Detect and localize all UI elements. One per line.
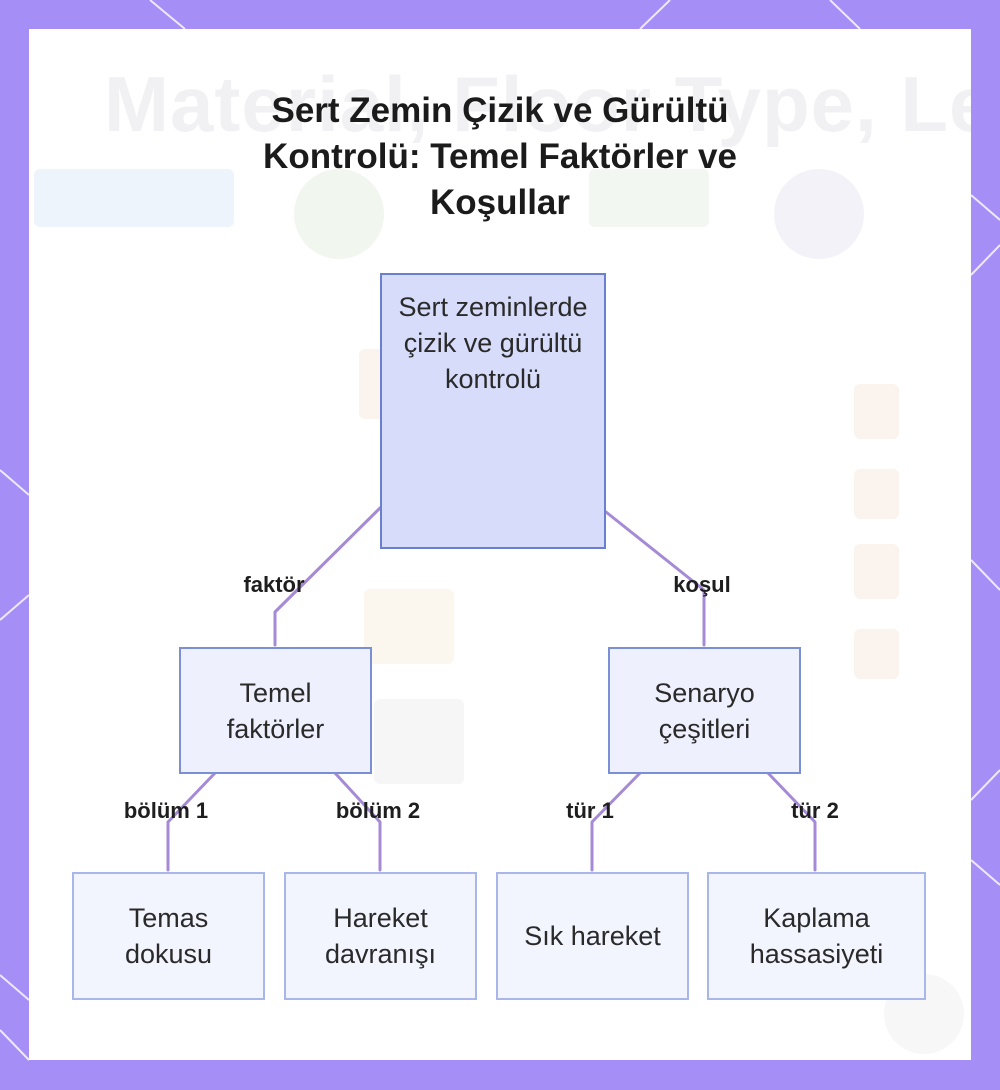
contact-texture-node: Temas dokusu bbox=[72, 872, 265, 1000]
background-decoration bbox=[854, 544, 899, 599]
background-decoration bbox=[364, 589, 454, 664]
connector-scenarios-frequent bbox=[590, 771, 642, 872]
background-watermark-text: Material, Floor Type, Leg Fit bbox=[104, 60, 971, 148]
background-decoration bbox=[774, 169, 864, 259]
edge-label-part-1: bölüm 1 bbox=[123, 798, 209, 823]
connector-factors-movement bbox=[333, 771, 382, 872]
edge-label-type-1: tür 1 bbox=[566, 798, 614, 823]
edge-label-type-2: tür 2 bbox=[791, 798, 839, 823]
scenarios-node: Senaryo çeşitleri bbox=[608, 647, 801, 774]
factors-node: Temel faktörler bbox=[179, 647, 372, 774]
connector-factors-contact bbox=[166, 771, 217, 872]
connector-scenarios-coating bbox=[766, 771, 817, 872]
edge-label-factor: faktör bbox=[243, 572, 305, 597]
connector-root-scenarios bbox=[604, 510, 706, 647]
background-decoration bbox=[854, 384, 899, 439]
edge-label-condition: koşul bbox=[673, 572, 731, 597]
connector-root-factors bbox=[273, 506, 382, 647]
movement-behavior-node: Hareket davranışı bbox=[284, 872, 477, 1000]
background-decoration bbox=[854, 469, 899, 519]
background-decoration bbox=[374, 699, 464, 784]
background-decoration bbox=[34, 169, 234, 227]
background-decoration bbox=[589, 169, 709, 227]
edge-label-part-2: bölüm 2 bbox=[335, 798, 421, 823]
background-decoration bbox=[294, 169, 384, 259]
root-node: Sert zeminlerde çizik ve gürültü kontrol… bbox=[380, 273, 606, 549]
frequent-movement-node: Sık hareket bbox=[496, 872, 689, 1000]
coating-sensitivity-node: Kaplama hassasiyeti bbox=[707, 872, 926, 1000]
background-decoration bbox=[854, 629, 899, 679]
diagram-title: Sert Zemin Çizik ve Gürültü Kontrolü: Te… bbox=[263, 91, 737, 222]
